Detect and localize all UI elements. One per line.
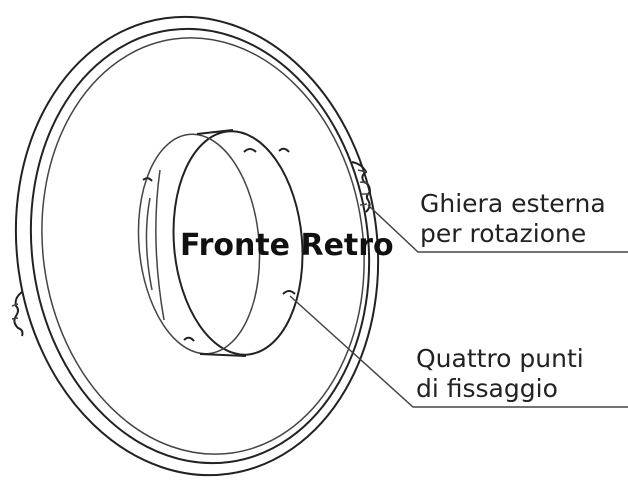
inner-mount-tube <box>137 129 304 357</box>
knurl-grip-right <box>351 161 372 213</box>
callout-fixing-points: Quattro punti di fissaggio <box>289 295 628 408</box>
center-label: Fronte Retro <box>180 228 394 263</box>
outer-ring <box>14 15 380 477</box>
callout-outer-ring: Ghiera esterna per rotazione <box>367 189 628 253</box>
callout-label-line: di fissaggio <box>416 374 558 403</box>
callout-label-line: per rotazione <box>420 219 586 248</box>
knurl-grip-left <box>11 291 24 337</box>
callout-leader-line <box>367 204 628 253</box>
callout-leader-line <box>289 295 628 408</box>
fixing-notches <box>142 147 296 342</box>
callout-label-line: Quattro punti <box>416 344 584 373</box>
callout-label-line: Ghiera esterna <box>420 189 606 218</box>
